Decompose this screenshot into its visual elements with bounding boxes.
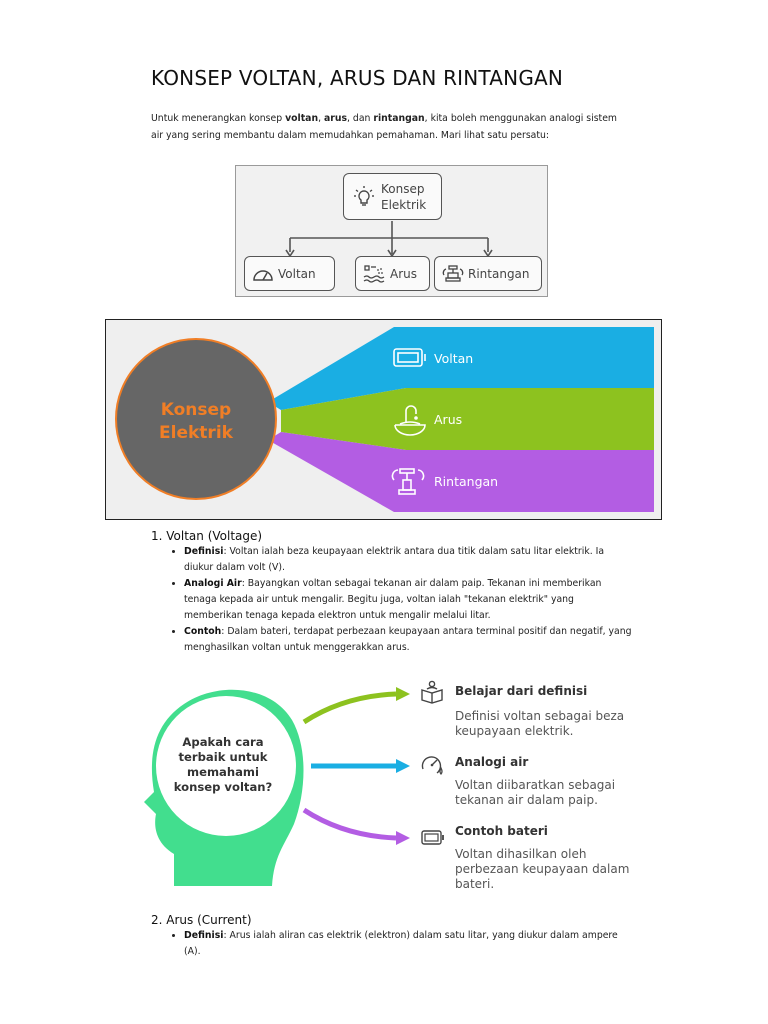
arrow-middle — [311, 759, 410, 773]
bullet-term: Analogi Air — [184, 578, 242, 589]
battery-icon — [421, 830, 444, 845]
tree-node-label: Voltan — [278, 266, 316, 281]
item-desc-definisi: Definisi voltan sebagai beza keupayaan e… — [455, 709, 625, 738]
intro-bold-rintangan: rintangan — [373, 113, 425, 124]
intro-bold-voltan: voltan — [285, 113, 319, 124]
bullet-text: : Voltan ialah beza keupayaan elektrik a… — [184, 546, 605, 573]
intro-text: , — [318, 113, 324, 124]
voltan-mind-diagram: Apakah cara terbaik untuk memahami konse… — [134, 674, 654, 898]
item-desc-analogi: Voltan diibaratkan sebagai tekanan air d… — [455, 778, 616, 807]
branch-label-arus: Arus — [434, 412, 463, 427]
branch-arus-shape — [281, 388, 654, 450]
section-heading-arus: 2. Arus (Current) — [151, 913, 252, 927]
page-title: KONSEP VOLTAN, ARUS DAN RINTANGAN — [151, 66, 564, 90]
item-title-analogi: Analogi air — [455, 755, 529, 769]
bullet-term: Contoh — [184, 626, 222, 637]
tree-node-label: Arus — [390, 266, 417, 281]
water-flow-icon — [363, 264, 385, 283]
item-title-definisi: Belajar dari definisi — [455, 684, 588, 698]
intro-bold-arus: arus — [324, 113, 348, 124]
list-item: Analogi Air: Bayangkan voltan sebagai te… — [184, 576, 634, 624]
arus-bullet-list: Definisi: Arus ialah aliran cas elektrik… — [170, 928, 634, 960]
center-label-line1: Konsep — [160, 400, 232, 420]
bullet-term: Definisi — [184, 546, 224, 557]
branch-rintangan-shape — [268, 432, 654, 512]
intro-text: , dan — [347, 113, 374, 124]
branch-label-rintangan: Rintangan — [434, 474, 499, 489]
bullet-text: : Dalam bateri, terdapat perbezaan keupa… — [184, 626, 632, 653]
intro-text: Untuk menerangkan konsep — [151, 113, 286, 124]
concept-fan-diagram: Konsep Elektrik Voltan Arus Rintangan — [105, 319, 662, 520]
arrow-bottom — [302, 807, 410, 845]
bullet-text: : Bayangkan voltan sebagai tekanan air d… — [184, 578, 602, 621]
intro-paragraph: Untuk menerangkan konsep voltan, arus, d… — [151, 110, 621, 144]
list-item: Definisi: Voltan ialah beza keupayaan el… — [184, 544, 634, 576]
branch-label-voltan: Voltan — [434, 351, 474, 366]
book-reader-icon — [421, 680, 443, 704]
list-item: Contoh: Dalam bateri, terdapat perbezaan… — [184, 624, 634, 656]
tree-node-arus: Arus — [355, 256, 430, 291]
arrow-top — [302, 687, 410, 725]
tree-root-line1: Konsep — [381, 181, 425, 196]
center-label: Konsep Elektrik — [116, 399, 276, 445]
center-circle — [115, 338, 277, 500]
tree-node-label: Rintangan — [468, 266, 530, 281]
section-heading-voltan: 1. Voltan (Voltage) — [151, 529, 263, 543]
center-label-line2: Elektrik — [159, 423, 233, 443]
mind-diagram-art — [144, 687, 410, 886]
head-inner-circle — [156, 696, 296, 836]
bullet-term: Definisi — [184, 930, 224, 941]
battery-icon — [393, 348, 426, 367]
item-desc-bateri: Voltan dihasilkan oleh perbezaan keupaya… — [455, 847, 630, 891]
lightbulb-icon — [354, 185, 374, 206]
list-item: Definisi: Arus ialah aliran cas elektrik… — [184, 928, 634, 960]
tree-root-line2: Elektrik — [381, 197, 427, 212]
bullet-text: : Arus ialah aliran cas elektrik (elektr… — [184, 930, 618, 957]
branch-voltan-shape — [268, 327, 654, 410]
tree-node-rintangan: Rintangan — [434, 256, 542, 291]
intro-text: , kita boleh menggunakan analogi sistem … — [151, 113, 617, 141]
pressure-gauge-icon — [421, 756, 443, 775]
concept-tree-diagram: Konsep Elektrik Voltan Arus Rintang — [235, 165, 548, 297]
fan-shapes — [115, 327, 654, 512]
item-title-bateri: Contoh bateri — [455, 824, 548, 838]
tree-node-voltan: Voltan — [244, 256, 335, 291]
valve-icon — [391, 468, 425, 495]
valve-icon — [442, 264, 464, 282]
question-text: Apakah cara terbaik untuk memahami konse… — [173, 735, 273, 794]
gauge-icon — [253, 269, 273, 281]
faucet-icon — [394, 405, 426, 436]
voltan-bullet-list: Definisi: Voltan ialah beza keupayaan el… — [170, 544, 634, 656]
tree-root-node: Konsep Elektrik — [343, 173, 442, 220]
